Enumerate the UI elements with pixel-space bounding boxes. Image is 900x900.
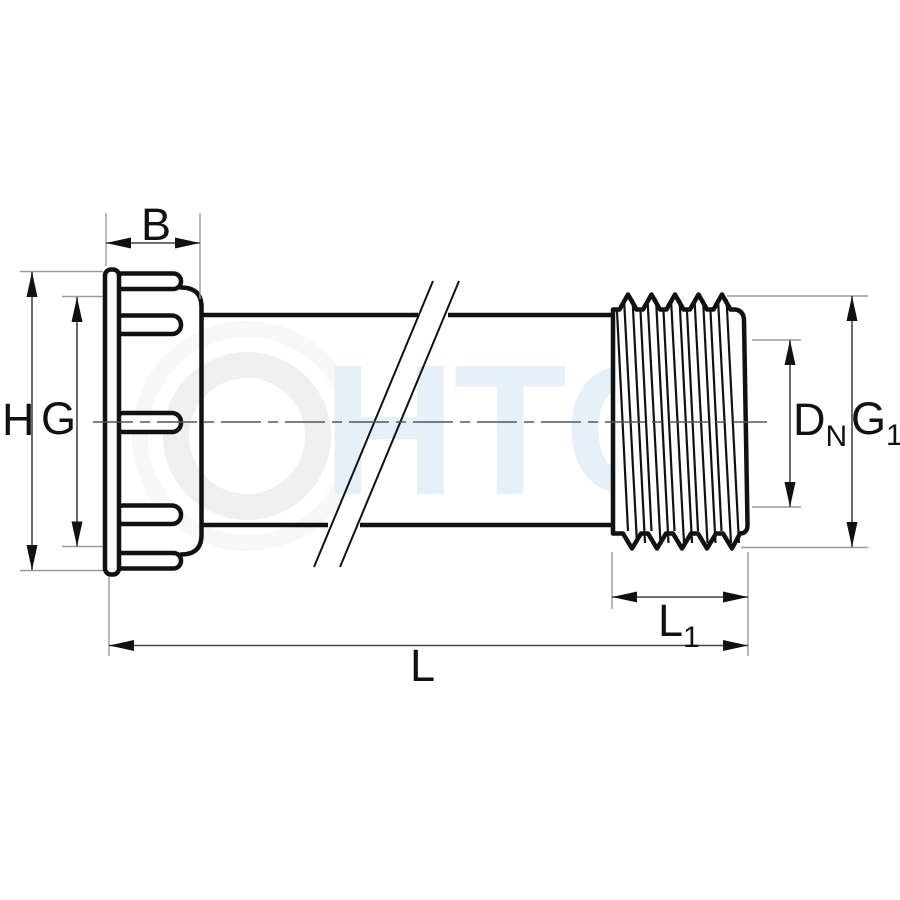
h-dimension-label: H — [2, 394, 35, 445]
break-lines — [313, 280, 460, 568]
pipe-body — [201, 312, 613, 528]
b-dimension-label: B — [140, 199, 171, 250]
cap-body — [178, 285, 204, 557]
dimension-arrows — [26, 237, 858, 651]
g-dimension-label: G — [41, 393, 77, 444]
extension-lines — [20, 213, 868, 656]
dn-dimension-label: DN — [793, 394, 848, 453]
g1-dimension-label: G1 — [851, 393, 900, 452]
thread-flank-lines — [615, 298, 741, 544]
cap-ribs — [111, 271, 184, 571]
l1-dimension-label: L1 — [658, 595, 700, 654]
l-dimension-label: L — [410, 640, 436, 691]
